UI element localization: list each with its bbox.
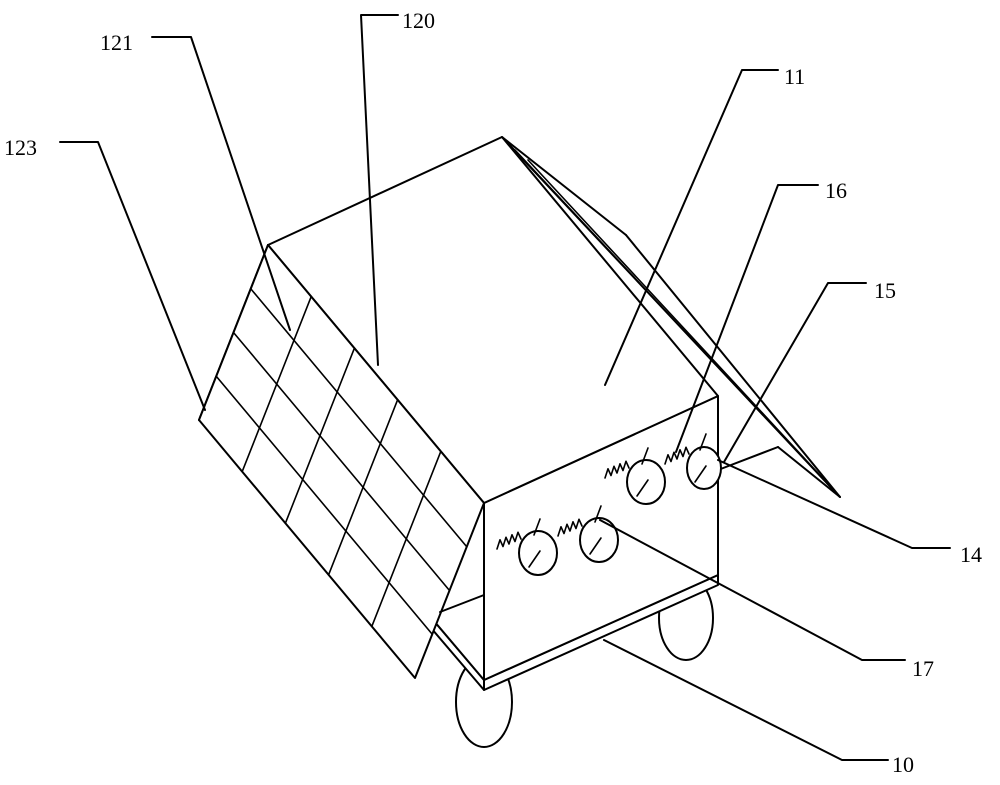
leader-15: [723, 282, 867, 463]
panel-grid-line: [249, 287, 468, 548]
leader-11: [604, 69, 779, 386]
gauge-needle: [694, 465, 707, 483]
label-11: 11: [784, 64, 805, 89]
panel-grid-line: [370, 450, 442, 628]
label-17: 17: [912, 656, 934, 681]
leader-14: [717, 459, 951, 549]
gauge-needle: [528, 550, 541, 568]
panel-grid-line: [215, 375, 434, 636]
label-10: 10: [892, 752, 914, 777]
leader-123: [59, 141, 206, 411]
panel-grid-line: [327, 398, 399, 576]
leader-121: [151, 36, 291, 331]
leader-10: [603, 639, 889, 761]
leader-17: [599, 519, 906, 661]
gauges: [496, 433, 722, 576]
solar-panel-grid: [215, 287, 468, 636]
gauge-pin: [699, 433, 707, 451]
label-123: 123: [4, 135, 37, 160]
panel-grid-line: [284, 347, 356, 525]
gauge-2: [557, 505, 619, 563]
panel-grid-line: [232, 331, 451, 592]
gauge-pin: [533, 518, 541, 536]
gauge-needle: [589, 537, 602, 555]
leader-16: [675, 184, 819, 453]
reference-labels: 121 120 123 11 16 15 14 17 10: [4, 8, 982, 777]
gauge-1: [496, 518, 558, 576]
label-120: 120: [402, 8, 435, 33]
spring: [604, 460, 630, 479]
gauge-4: [664, 433, 722, 490]
spring: [496, 531, 522, 550]
label-15: 15: [874, 278, 896, 303]
spring: [664, 446, 690, 465]
gauge-3: [604, 447, 666, 505]
gauge-pin: [641, 447, 649, 465]
label-121: 121: [100, 30, 133, 55]
gauge-pin: [594, 505, 602, 523]
right-support-panel: [501, 136, 841, 498]
panel-grid-line: [241, 295, 313, 473]
leader-120: [360, 14, 399, 366]
leader-lines: [59, 14, 951, 761]
label-16: 16: [825, 178, 847, 203]
solar-panel: [198, 244, 485, 679]
gauge-needle: [636, 479, 649, 497]
label-14: 14: [960, 542, 982, 567]
spring: [557, 518, 583, 537]
